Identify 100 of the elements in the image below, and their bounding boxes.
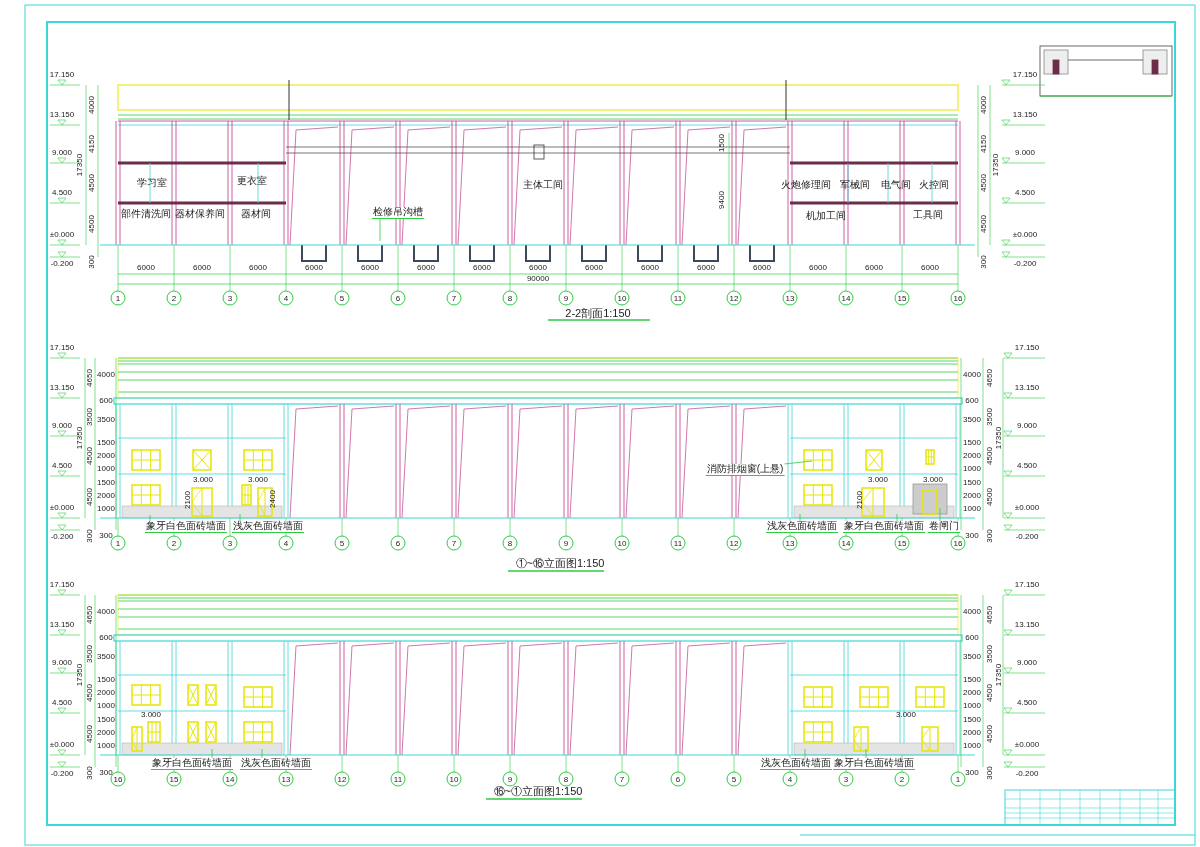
elevation-value: 4.500 bbox=[1017, 462, 1037, 470]
dimension-value: 6000 bbox=[809, 264, 827, 272]
dimension-value: 4000 bbox=[97, 608, 115, 616]
leader-line bbox=[149, 514, 151, 522]
dimension-value: 300 bbox=[86, 529, 94, 543]
dimension-value: 2000 bbox=[963, 689, 981, 697]
view-title: ⑯~①立面图1:150 bbox=[493, 785, 583, 797]
elevation-value: 4.500 bbox=[1015, 189, 1035, 197]
level-value: 3.000 bbox=[896, 711, 916, 719]
callout-text: 检修吊沟槽 bbox=[372, 207, 424, 219]
elevation-value: 13.150 bbox=[49, 621, 75, 629]
dimension-value: 17350 bbox=[992, 153, 1000, 177]
axis-number: 5 bbox=[726, 771, 742, 787]
elevation-value: 9.000 bbox=[52, 422, 72, 430]
dimension-value: 4150 bbox=[88, 135, 96, 153]
dimension-value: 1500 bbox=[963, 439, 981, 447]
leader-line bbox=[261, 748, 263, 759]
room-name: 学习室 bbox=[137, 178, 167, 188]
dimension-value: 300 bbox=[86, 766, 94, 780]
axis-number: 6 bbox=[670, 771, 686, 787]
callout-text: 浅灰色面砖墙面 bbox=[766, 521, 838, 533]
axis-number: 10 bbox=[614, 290, 630, 306]
level-value: 3.000 bbox=[141, 711, 161, 719]
axis-number: 9 bbox=[558, 535, 574, 551]
dimension-value: 9400 bbox=[718, 191, 726, 209]
dimension-value: 2400 bbox=[269, 490, 277, 508]
dimension-value: 1500 bbox=[963, 479, 981, 487]
dimension-value: 6000 bbox=[305, 264, 323, 272]
elevation-value: 13.150 bbox=[1014, 384, 1040, 392]
dimension-value: 6000 bbox=[249, 264, 267, 272]
axis-number: 6 bbox=[390, 290, 406, 306]
axis-number: 5 bbox=[334, 535, 350, 551]
dimension-value: 6000 bbox=[137, 264, 155, 272]
axis-number: 16 bbox=[950, 535, 966, 551]
dimension-value: 3500 bbox=[97, 416, 115, 424]
axis-number: 7 bbox=[446, 290, 462, 306]
axis-number: 10 bbox=[614, 535, 630, 551]
axis-number: 8 bbox=[558, 771, 574, 787]
dimension-value: 3500 bbox=[963, 653, 981, 661]
axis-number: 11 bbox=[390, 771, 406, 787]
callout-text: 卷闸门 bbox=[928, 521, 960, 533]
callout-text: 象牙白色面砖墙面 bbox=[843, 521, 925, 533]
dimension-value: 4650 bbox=[986, 606, 994, 624]
dimension-value: 4650 bbox=[86, 606, 94, 624]
dimension-value: 4650 bbox=[986, 369, 994, 387]
dimension-value: 3500 bbox=[86, 645, 94, 663]
axis-number: 12 bbox=[334, 771, 350, 787]
dimension-value: 2000 bbox=[97, 729, 115, 737]
elevation-value: 17.150 bbox=[1012, 71, 1038, 79]
dimension-value: 3500 bbox=[986, 645, 994, 663]
dimension-value: 300 bbox=[99, 769, 113, 777]
elevation-value: 9.000 bbox=[52, 149, 72, 157]
dimension-value: 17350 bbox=[76, 426, 84, 450]
axis-number: 3 bbox=[838, 771, 854, 787]
axis-number: 12 bbox=[726, 535, 742, 551]
dimension-value: 6000 bbox=[921, 264, 939, 272]
dimension-value: 3500 bbox=[97, 653, 115, 661]
dimension-value: 1000 bbox=[97, 742, 115, 750]
axis-number: 4 bbox=[782, 771, 798, 787]
axis-number: 1 bbox=[950, 771, 966, 787]
callout-text: 消防排烟窗(上悬) bbox=[705, 464, 785, 476]
axis-number: 13 bbox=[782, 535, 798, 551]
elevation-value: ±0.000 bbox=[1014, 504, 1040, 512]
dimension-value: 3500 bbox=[986, 408, 994, 426]
callout-text: 浅灰色面砖墙面 bbox=[760, 758, 832, 770]
dimension-value: 2000 bbox=[963, 729, 981, 737]
dimension-value: 2000 bbox=[963, 452, 981, 460]
dimension-value: 4500 bbox=[980, 215, 988, 233]
elevation-value: 4.500 bbox=[52, 189, 72, 197]
leader-line bbox=[939, 507, 941, 522]
axis-number: 3 bbox=[222, 535, 238, 551]
leader-line bbox=[379, 218, 381, 242]
dimension-value: 4150 bbox=[980, 135, 988, 153]
axis-number: 4 bbox=[278, 290, 294, 306]
dimension-value: 4000 bbox=[97, 371, 115, 379]
dimension-value: 17350 bbox=[995, 426, 1003, 450]
dimension-value: 4500 bbox=[86, 488, 94, 506]
dimension-value: 6000 bbox=[529, 264, 547, 272]
dimension-value: 4500 bbox=[86, 684, 94, 702]
leader-line bbox=[896, 513, 898, 522]
axis-number: 15 bbox=[166, 771, 182, 787]
dimension-value: 600 bbox=[965, 634, 979, 642]
elevation-value: -0.200 bbox=[50, 260, 74, 268]
dimension-value: 1500 bbox=[718, 134, 726, 152]
level-value: 3.000 bbox=[248, 476, 268, 484]
leader-line bbox=[799, 513, 801, 522]
leader-line bbox=[783, 460, 813, 465]
dimension-value: 1500 bbox=[97, 676, 115, 684]
dimension-value: 4500 bbox=[986, 684, 994, 702]
dimension-value: 3500 bbox=[86, 408, 94, 426]
axis-number: 6 bbox=[390, 535, 406, 551]
dimension-value: 6000 bbox=[697, 264, 715, 272]
callout-text: 象牙白色面砖墙面 bbox=[833, 758, 915, 770]
dimension-value: 1500 bbox=[97, 716, 115, 724]
axis-number: 13 bbox=[278, 771, 294, 787]
room-name: 火炮修理间 bbox=[781, 180, 831, 190]
dimension-value: 300 bbox=[980, 255, 988, 269]
dimension-value: 4500 bbox=[86, 725, 94, 743]
dimension-value: 4500 bbox=[986, 725, 994, 743]
axis-number: 9 bbox=[558, 290, 574, 306]
